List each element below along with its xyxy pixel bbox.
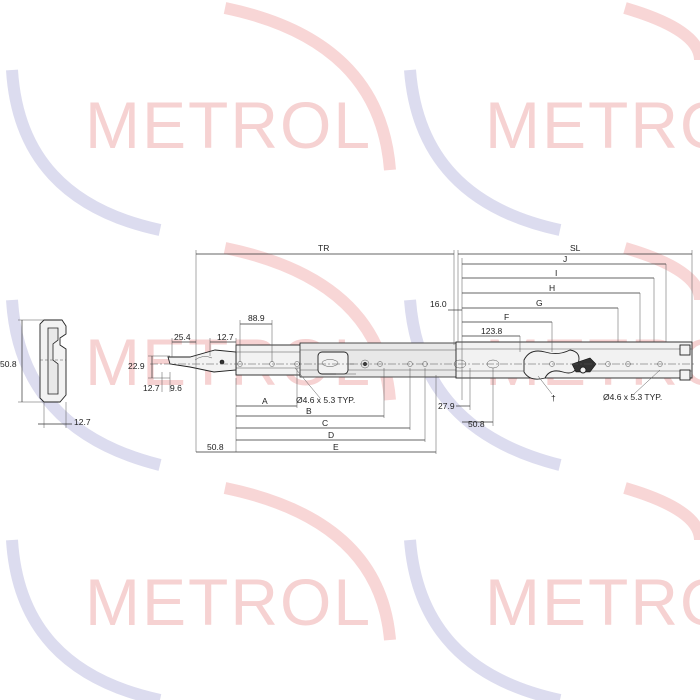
hole-callout-left: Ø4.6 x 5.3 TYP. [296,395,355,405]
dim-508: 50.8 [207,442,224,452]
dim-96: 9.6 [170,383,182,393]
dim-d: D [328,430,334,440]
profile-width-label: 12.7 [74,417,91,427]
watermark-text: METROL [485,565,700,639]
dim-16: 16.0 [430,299,447,309]
dim-g: G [536,298,543,308]
dim-25: 25.4 [174,332,191,342]
dim-127-low: 12.7 [143,383,160,393]
hole-callout-right: Ø4.6 x 5.3 TYP. [603,392,662,402]
dim-a: A [262,396,268,406]
dim-229: 22.9 [128,361,145,371]
dim-e: E [333,442,339,452]
dagger-note: † [551,393,556,403]
dim-f: F [504,312,509,322]
dim-i: I [555,268,557,278]
dim-c: C [322,418,328,428]
watermark-text: METROL [85,88,372,162]
dim-508b: 50.8 [468,419,485,429]
watermark-text: METROL [485,88,700,162]
slide-side-view [150,341,695,381]
dim-889: 88.9 [248,313,265,323]
watermark-text: METROL [85,565,372,639]
dim-sl: SL [570,243,581,253]
dimension-lines: TR SL J I H G F 16.0 123.8 25.4 [128,243,693,454]
profile-view: 50.8 12.7 [0,319,91,428]
dim-j: J [563,254,567,264]
dim-tr: TR [318,243,329,253]
dim-123: 123.8 [481,326,503,336]
dim-h: H [549,283,555,293]
dim-b: B [306,406,312,416]
dim-127-top: 12.7 [217,332,234,342]
dim-279: 27.9 [438,401,455,411]
front-lever [167,349,237,373]
profile-height-label: 50.8 [0,359,17,369]
